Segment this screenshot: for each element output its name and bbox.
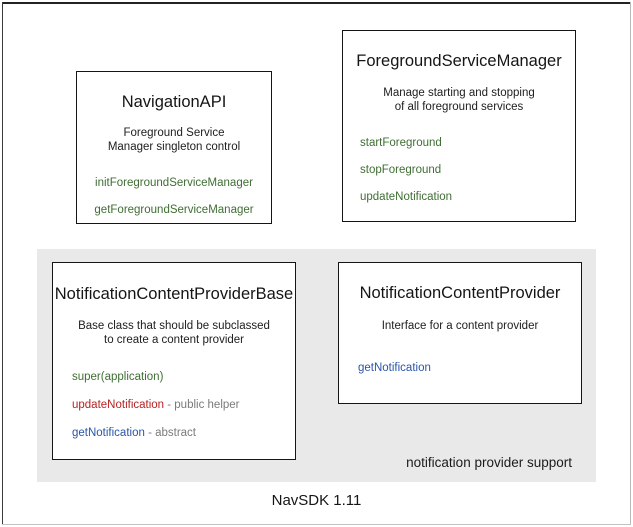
class-description-foreground-service-manager: Manage starting and stopping of all fore… [343, 86, 575, 114]
class-description-navigation-api: Foreground Service Manager singleton con… [77, 126, 271, 154]
class-description-notification-content-provider: Interface for a content provider [339, 319, 581, 333]
class-title-notification-content-provider: NotificationContentProvider [359, 284, 561, 302]
member-item[interactable]: super(application) [72, 370, 295, 384]
class-description-line: Base class that should be subclassed [78, 320, 270, 332]
member-name: updateNotification [72, 399, 165, 411]
member-list-notification-content-provider: getNotification [339, 361, 581, 375]
frame-border-top [2, 2, 631, 4]
member-item[interactable]: getNotification [358, 361, 581, 375]
member-name: startForeground [360, 137, 442, 149]
member-item[interactable]: initForegroundServiceManager [77, 176, 271, 190]
slide-footer-caption: NavSDK 1.11 [271, 492, 362, 509]
class-description-line: to create a content provider [104, 334, 244, 346]
class-description-line: Manage starting and stopping [383, 87, 535, 99]
member-list-foreground-service-manager: startForeground stopForeground updateNot… [343, 136, 575, 204]
class-card-notification-content-provider-base[interactable]: NotificationContentProviderBase Base cla… [52, 262, 296, 460]
member-name: updateNotification [360, 191, 453, 203]
member-name: getNotification [72, 427, 145, 439]
member-name: stopForeground [360, 164, 442, 176]
class-title-navigation-api: NavigationAPI [121, 93, 227, 111]
class-description-line: Interface for a content provider [381, 320, 539, 332]
member-note: - abstract [144, 427, 197, 439]
frame-border-left [2, 2, 3, 525]
member-item[interactable]: stopForeground [360, 163, 575, 177]
frame-border-bottom [2, 524, 631, 525]
member-item[interactable]: getNotification - abstract [72, 426, 295, 440]
class-card-foreground-service-manager[interactable]: ForegroundServiceManager Manage starting… [342, 30, 576, 222]
member-name: getNotification [358, 362, 431, 374]
class-title-notification-content-provider-base: NotificationContentProviderBase [54, 285, 294, 303]
class-description-line: Manager singleton control [107, 141, 241, 153]
member-item[interactable]: updateNotification - public helper [72, 398, 295, 412]
class-description-line: of all foreground services [394, 101, 524, 113]
member-item[interactable]: startForeground [360, 136, 575, 150]
member-name: super(application) [72, 371, 164, 383]
member-list-navigation-api: initForegroundServiceManager getForegrou… [77, 176, 271, 217]
member-item[interactable]: getForegroundServiceManager [77, 203, 271, 217]
class-card-notification-content-provider[interactable]: NotificationContentProvider Interface fo… [338, 262, 582, 404]
class-description-line: Foreground Service [123, 127, 225, 139]
group-caption-label: notification provider support [406, 455, 572, 470]
class-description-notification-content-provider-base: Base class that should be subclassed to … [53, 319, 295, 347]
member-item[interactable]: updateNotification [360, 190, 575, 204]
class-title-foreground-service-manager: ForegroundServiceManager [356, 52, 562, 70]
frame-border-right [630, 2, 631, 525]
member-name: initForegroundServiceManager [95, 177, 253, 189]
member-note: - public helper [164, 399, 240, 411]
member-list-notification-content-provider-base: super(application) updateNotification - … [53, 370, 295, 440]
class-card-navigation-api[interactable]: NavigationAPI Foreground Service Manager… [76, 71, 272, 224]
member-name: getForegroundServiceManager [94, 204, 254, 216]
